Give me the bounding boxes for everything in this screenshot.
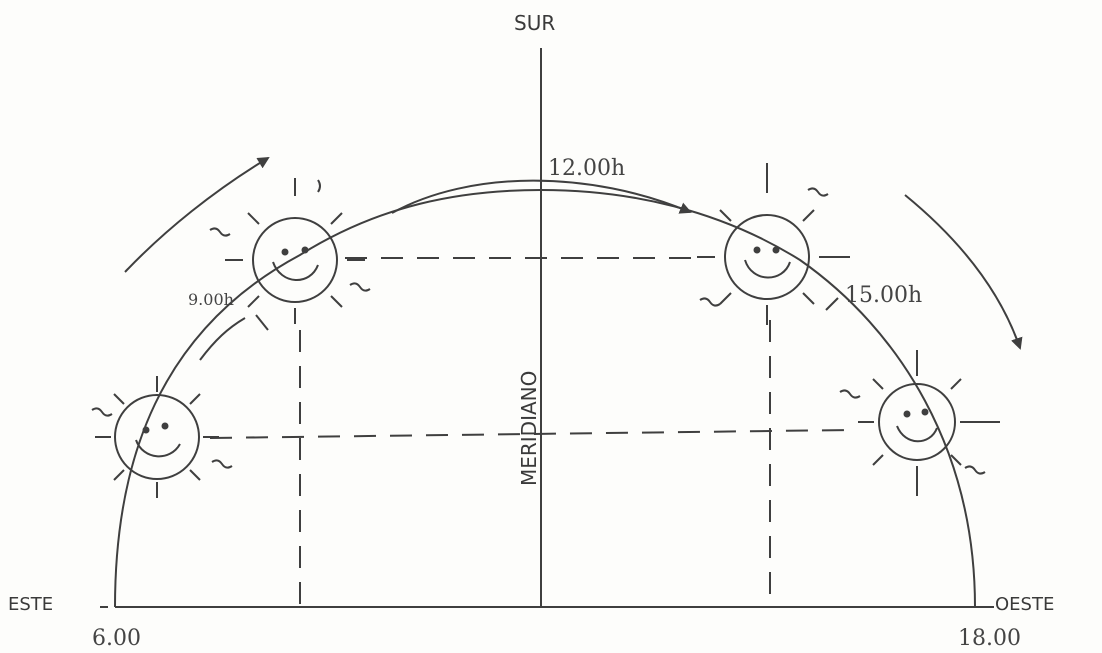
label-east: ESTE	[8, 594, 53, 615]
tick-0900	[256, 315, 268, 330]
label-time-1500: 15.00h	[845, 283, 922, 308]
label-time-1200: 12.00h	[548, 156, 625, 181]
sun-icon-0900	[210, 178, 370, 324]
label-north: SUR	[514, 11, 555, 35]
label-meridian: MERIDIANO	[517, 371, 541, 486]
label-west: OESTE	[995, 594, 1054, 615]
morning-arrow	[200, 318, 245, 360]
label-time-0600: 6.00	[92, 626, 141, 651]
sun-path-arc	[115, 190, 975, 607]
label-time-0900: 9.00h	[188, 290, 234, 309]
tick-1500	[826, 298, 838, 310]
sun-icon-0600	[92, 376, 232, 498]
sunrise-arrow	[125, 158, 268, 272]
label-time-1800: 18.00	[958, 626, 1021, 651]
sunset-arrow	[905, 195, 1020, 348]
sun-icon-1800	[840, 350, 1000, 496]
